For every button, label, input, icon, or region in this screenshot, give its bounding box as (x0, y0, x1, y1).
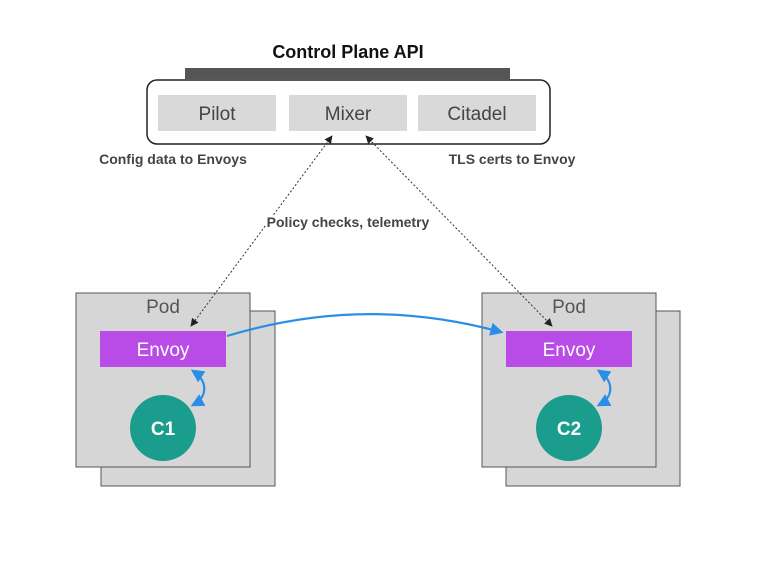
envoy-right-label: Envoy (543, 340, 596, 361)
container-c2-label: C2 (557, 419, 581, 440)
dotted-link-mixer-right (365, 135, 553, 327)
container-c1 (130, 395, 196, 461)
dotted-link-mixer-left (190, 135, 333, 327)
envoy-left (100, 331, 226, 367)
tls-annotation: TLS certs to Envoy (449, 151, 576, 167)
citadel-label: Citadel (447, 104, 506, 125)
container-c2 (536, 395, 602, 461)
control-plane-title: Control Plane API (272, 42, 423, 62)
control-plane-bar (185, 68, 510, 79)
envoy-c1-link (190, 369, 206, 407)
policy-annotation: Policy checks, telemetry (267, 214, 430, 230)
config-annotation: Config data to Envoys (99, 151, 247, 167)
citadel-component (418, 95, 536, 131)
pilot-component (158, 95, 276, 131)
mixer-label: Mixer (325, 104, 372, 125)
container-c1-label: C1 (151, 419, 176, 440)
envoy-to-envoy-link (226, 313, 504, 338)
pilot-label: Pilot (199, 104, 237, 125)
mixer-component (289, 95, 407, 131)
pod-right-label: Pod (552, 297, 586, 318)
envoy-c2-link (596, 369, 612, 407)
envoy-left-label: Envoy (137, 340, 190, 361)
envoy-right (506, 331, 632, 367)
pod-left-label: Pod (146, 297, 180, 318)
